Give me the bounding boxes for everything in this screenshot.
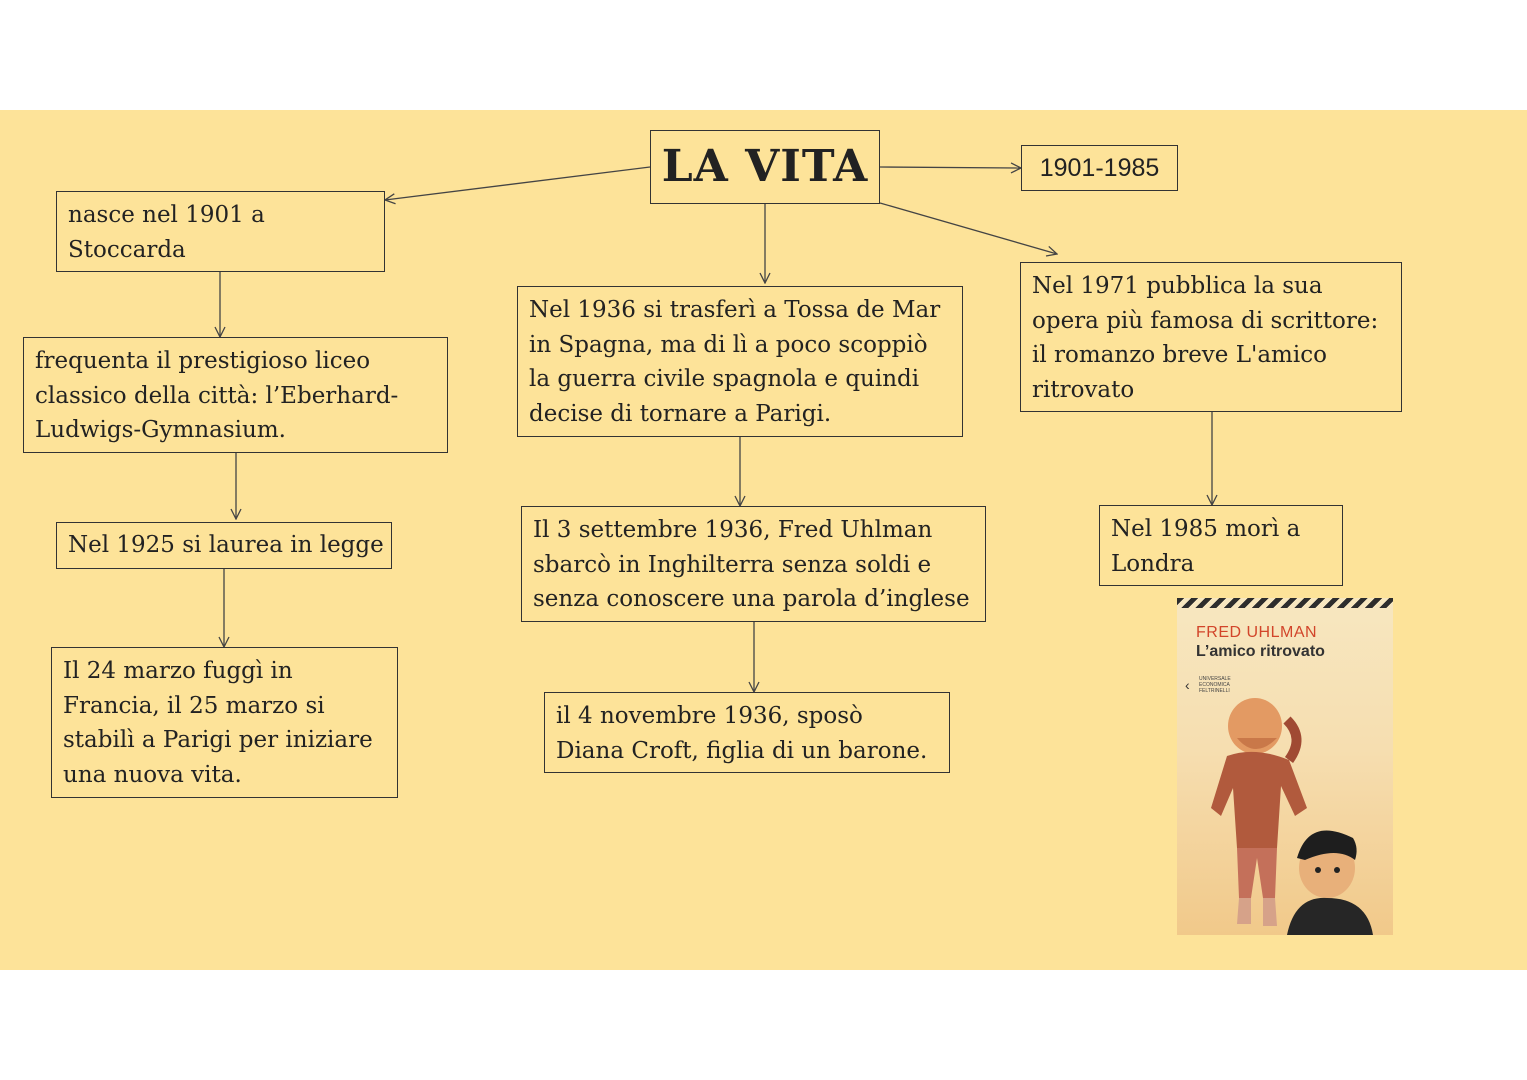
school-line: Ludwigs-Gymnasium. (35, 417, 286, 443)
novel-line: il romanzo breve L'amico (1032, 342, 1327, 368)
birth-line: Stoccarda (68, 236, 186, 263)
spain-line: Nel 1936 si trasferì a Tossa de Mar (529, 297, 941, 323)
england-line: senza conoscere una parola d’inglese (533, 586, 970, 612)
degree-box: Nel 1925 si laurea in legge (56, 522, 392, 569)
book-cover-image: FRED UHLMAN L’amico ritrovato ‹ UNIVERSA… (1177, 598, 1393, 935)
cover-series-line: ECONOMICA (1199, 682, 1230, 688)
cover-publisher-logo: ‹ UNIVERSALE ECONOMICA FELTRINELLI (1185, 676, 1255, 698)
england-line: sbarcò in Inghilterra senza soldi e (533, 551, 932, 578)
escape-line: Il 24 marzo fuggì in (63, 658, 293, 684)
marriage-box: il 4 novembre 1936, sposò Diana Croft, f… (544, 692, 950, 773)
england-box: Il 3 settembre 1936, Fred Uhlman sbarcò … (521, 506, 986, 622)
death-box: Nel 1985 morì a Londra (1099, 505, 1343, 586)
cover-stripe (1177, 598, 1393, 608)
marriage-line: Diana Croft, figlia di un barone. (556, 737, 928, 764)
escape-box: Il 24 marzo fuggì in Francia, il 25 marz… (51, 647, 398, 798)
birth-line: nasce nel 1901 a (68, 202, 265, 228)
cover-title: L’amico ritrovato (1196, 643, 1325, 660)
escape-line: stabilì a Parigi per iniziare (63, 727, 373, 753)
spain-line: la guerra civile spagnola e quindi (529, 366, 920, 392)
birth-box: nasce nel 1901 a Stoccarda (56, 191, 385, 272)
cover-series-line: FELTRINELLI (1199, 688, 1230, 694)
spain-line: decise di tornare a Parigi. (529, 400, 832, 427)
novel-box: Nel 1971 pubblica la sua opera più famos… (1020, 262, 1402, 412)
degree-line: Nel 1925 si laurea in legge (68, 532, 384, 558)
marriage-line: il 4 novembre 1936, sposò (556, 703, 863, 729)
death-line: Nel 1985 morì a (1111, 516, 1301, 542)
escape-line: Francia, il 25 marzo si (63, 692, 325, 719)
spain-box: Nel 1936 si trasferì a Tossa de Mar in S… (517, 286, 963, 437)
central-title-box: LA VITA (650, 130, 880, 204)
novel-line: opera più famosa di scrittore: (1032, 307, 1379, 334)
cover-painting (1211, 698, 1373, 935)
spain-line: in Spagna, ma di lì a poco scoppiò (529, 331, 928, 358)
novel-line: Nel 1971 pubblica la sua (1032, 273, 1323, 299)
novel-line: ritrovato (1032, 376, 1135, 403)
death-line: Londra (1111, 550, 1195, 577)
life-years-box: 1901-1985 (1021, 145, 1178, 191)
school-line: classico della città: l’Eberhard- (35, 382, 399, 409)
cover-author: FRED UHLMAN (1196, 624, 1318, 641)
cover-series-line: UNIVERSALE (1199, 676, 1231, 682)
escape-line: una nuova vita. (63, 761, 242, 788)
school-line: frequenta il prestigioso liceo (35, 348, 371, 374)
school-box: frequenta il prestigioso liceo classico … (23, 337, 448, 453)
england-line: Il 3 settembre 1936, Fred Uhlman (533, 517, 933, 543)
publisher-chevron-icon: ‹ (1185, 677, 1190, 693)
